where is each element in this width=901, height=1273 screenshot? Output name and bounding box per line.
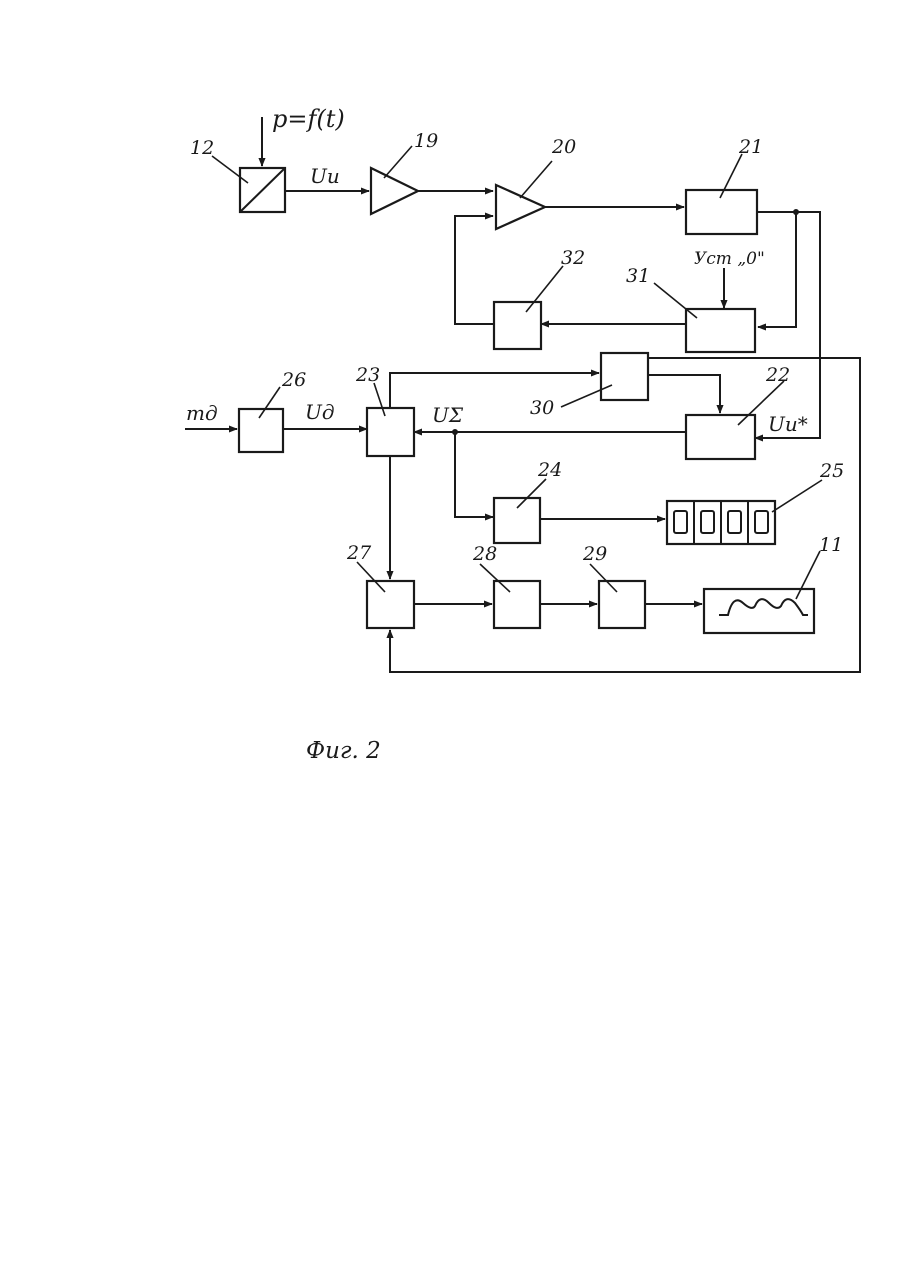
block-30 [601,353,648,400]
block-23 [367,408,414,456]
block-29 [599,581,645,628]
label-19: 19 [414,130,438,152]
block-32 [494,302,541,349]
block-31 [686,309,755,352]
u-i-star-signal-label: Uи* [768,412,808,436]
label-31: 31 [626,265,650,287]
label-20: 20 [551,136,576,158]
label-24: 24 [537,459,562,481]
amplifier-20 [496,185,545,229]
label-28: 28 [472,543,497,565]
label-25: 25 [819,460,844,482]
block-27 [367,581,414,628]
label-32: 32 [561,247,585,269]
setting-zero-label: Уст „0" [694,249,765,269]
label-23: 23 [355,364,380,386]
label-26: 26 [281,369,306,391]
label-22: 22 [765,364,790,386]
m-d-signal-label: mд [186,401,218,425]
display-block-25 [667,501,775,544]
block-28 [494,581,540,628]
label-12: 12 [190,137,214,159]
sensor-block-12 [240,168,285,212]
label-21: 21 [738,136,763,158]
signal-labels: p=f(t) Uи Уст „0" mд Uд UΣ Uи* [186,105,808,436]
u-i-signal-label: Uи [310,164,340,188]
block-22 [686,415,755,459]
amplifier-19 [371,168,418,214]
label-29: 29 [582,543,607,565]
block-24 [494,498,540,543]
u-sigma-signal-label: UΣ [432,403,464,427]
figure-caption: Фиг. 2 [306,738,381,764]
label-27: 27 [346,542,372,564]
pressure-signal-label: p=f(t) [272,105,345,133]
u-d-signal-label: Uд [305,400,335,424]
label-11: 11 [819,534,843,556]
label-30: 30 [530,397,554,419]
